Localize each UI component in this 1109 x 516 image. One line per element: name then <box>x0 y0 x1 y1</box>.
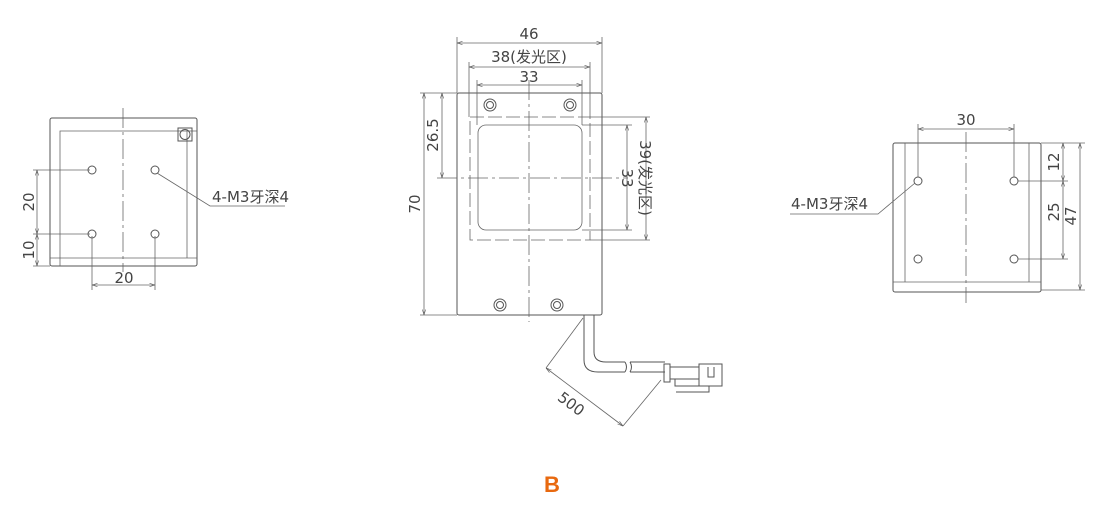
dim-bottom-offset: 10 <box>20 240 38 259</box>
dim-width: 46 <box>519 25 538 43</box>
figure-label: B <box>544 472 560 497</box>
connector-icon <box>663 363 723 393</box>
indicator-square-icon <box>177 127 193 142</box>
dim-window-width: 33 <box>519 68 538 86</box>
dim-hole-spacing-v: 25 <box>1045 202 1063 221</box>
dim-vertical-spacing: 20 <box>20 192 38 211</box>
dim-emitting-height: 39(发光区) <box>636 140 654 216</box>
thread-note: 4-M3牙深4 <box>212 188 289 206</box>
dim-height: 47 <box>1062 206 1080 225</box>
dim-hole-spacing-h: 30 <box>956 111 975 129</box>
dim-horizontal-spacing: 20 <box>114 269 133 287</box>
dim-cable-length: 500 <box>554 388 588 420</box>
dim-emitting-width: 38(发光区) <box>491 48 567 66</box>
light-window <box>477 124 583 231</box>
dim-height: 70 <box>406 194 424 213</box>
screws <box>483 98 577 312</box>
left-view: 20 10 20 4-M3牙深4 <box>20 108 289 290</box>
cable <box>583 315 665 373</box>
front-view: 46 38(发光区) 33 70 26.5 33 39(发光区) <box>406 25 723 426</box>
right-view: 30 12 25 47 4-M3牙深4 <box>790 111 1085 303</box>
thread-note: 4-M3牙深4 <box>791 195 868 213</box>
dim-center-offset: 26.5 <box>424 118 442 151</box>
dim-top-offset: 12 <box>1045 152 1063 171</box>
mount-holes <box>87 165 160 239</box>
dim-window-height: 33 <box>618 168 636 187</box>
